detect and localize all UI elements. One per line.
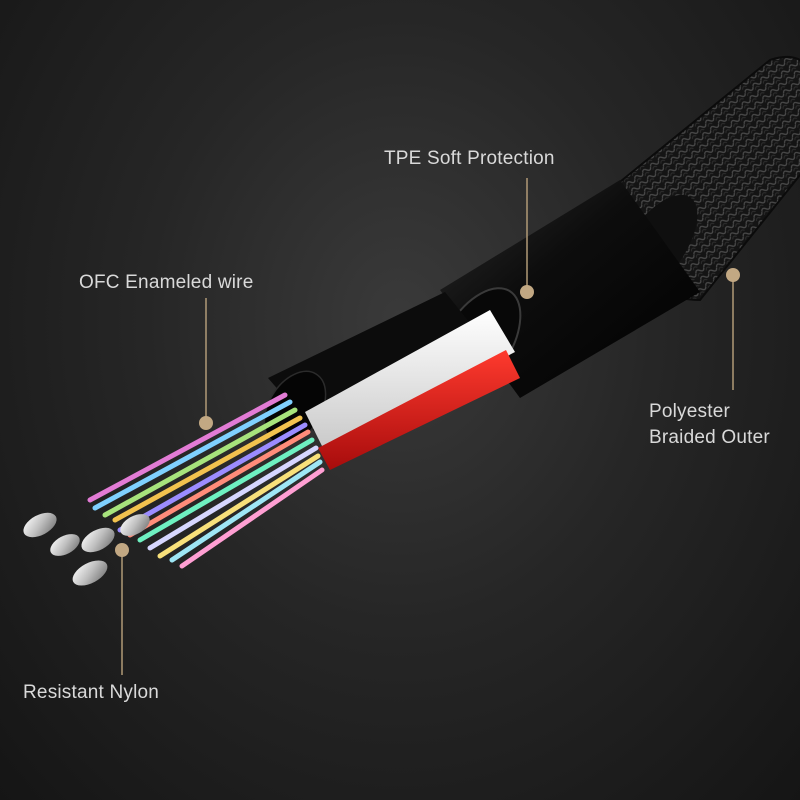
tpe-callout-label: TPE Soft Protection (384, 148, 555, 169)
ofc-color-strands (87, 392, 325, 569)
polyester-callout-label: Polyester Braided Outer (649, 399, 770, 451)
ofc-callout-label: OFC Enameled wire (79, 272, 254, 293)
polyester-callout-dot (726, 268, 740, 282)
nylon-callout-dot (115, 543, 129, 557)
ofc-callout-dot (199, 416, 213, 430)
white-red-insulation (305, 310, 520, 470)
callout-lines (121, 178, 734, 675)
polyester-callout-line2: Braided Outer (649, 427, 770, 448)
nylon-callout-label: Resistant Nylon (23, 682, 160, 703)
silver-wire-tips (23, 512, 150, 586)
callout-dots (115, 268, 740, 557)
tpe-callout-dot (520, 285, 534, 299)
polyester-callout-line1: Polyester (649, 401, 731, 422)
